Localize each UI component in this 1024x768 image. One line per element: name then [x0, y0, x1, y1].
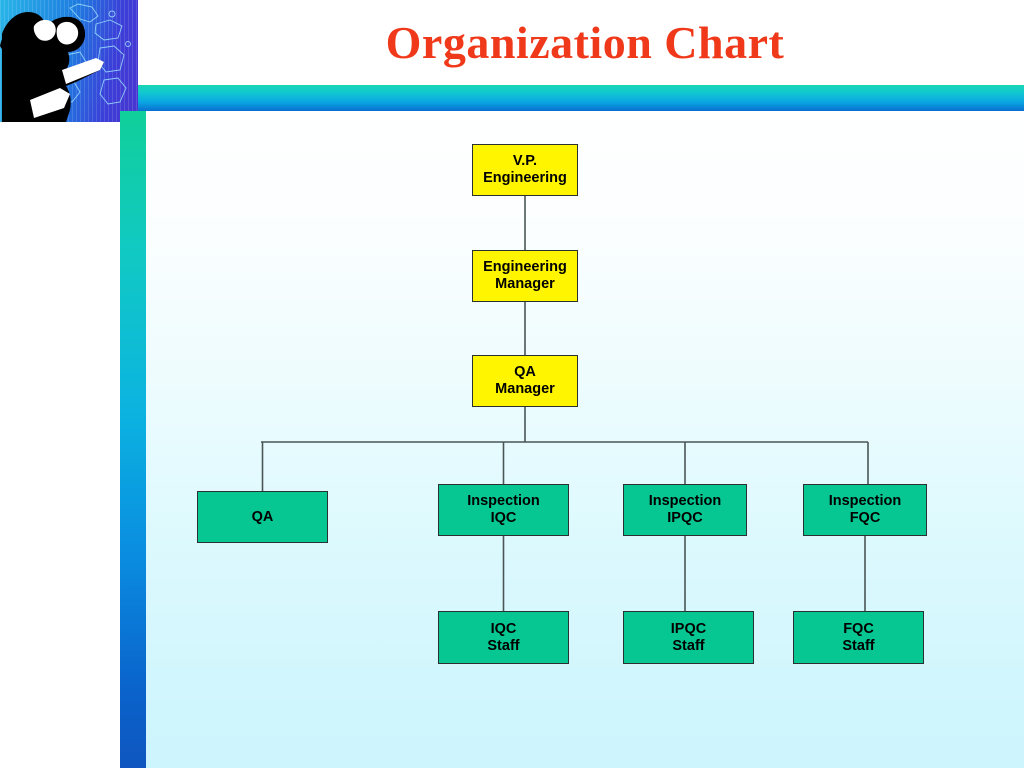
two-people-with-headsets-world-map-clipart	[0, 0, 138, 122]
org-node-insp_ipqc[interactable]: Inspection IPQC	[623, 484, 747, 536]
org-node-insp_iqc[interactable]: Inspection IQC	[438, 484, 569, 536]
org-node-ipqc_staff[interactable]: IPQC Staff	[623, 611, 754, 664]
connector-lines	[261, 196, 869, 611]
org-node-insp_fqc[interactable]: Inspection FQC	[803, 484, 927, 536]
accent-bar-horizontal	[138, 85, 1024, 111]
org-node-engmgr[interactable]: Engineering Manager	[472, 250, 578, 302]
org-node-qa[interactable]: QA	[197, 491, 328, 543]
org-node-vp[interactable]: V.P. Engineering	[472, 144, 578, 196]
org-node-qamgr[interactable]: QA Manager	[472, 355, 578, 407]
page-title: Organization Chart	[385, 17, 785, 68]
org-node-fqc_staff[interactable]: FQC Staff	[793, 611, 924, 664]
org-node-iqc_staff[interactable]: IQC Staff	[438, 611, 569, 664]
accent-bar-vertical	[120, 111, 146, 768]
clipart-artwork	[0, 3, 131, 122]
